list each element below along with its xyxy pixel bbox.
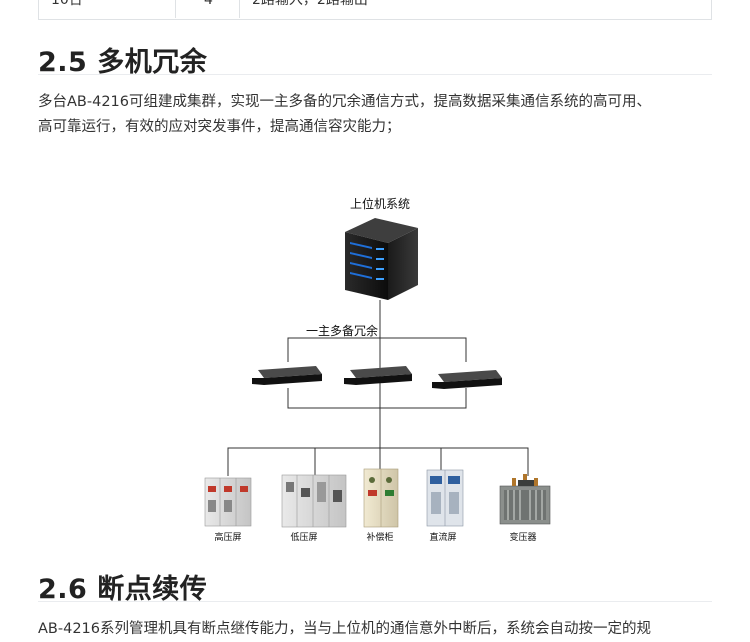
heading-divider [38,601,712,602]
paragraph-line-1: AB-4216系列管理机具有断点继传能力，当与上位机的通信意外中断后，系统会自动… [38,621,651,637]
management-unit-icon [344,366,412,385]
transformer-icon [499,474,551,525]
table-cell-io: 2路输入，2路输出 [252,0,368,8]
section-heading-multi-redundancy: 2.5 多机冗余 [38,47,208,78]
compensation-cabinet-icon [363,468,399,528]
spec-table-fragment: 10台 4 2路输入，2路输出 [38,0,712,20]
device-label: 低压屏 [290,531,317,543]
paragraph-line-1: 多台AB-4216可组建成集群，实现一主多备的冗余通信方式，提高数据采集通信系统… [38,94,651,110]
redundancy-label: 一主多备冗余 [306,323,378,338]
table-cell-count: 4 [176,0,240,18]
heading-divider [38,74,712,75]
device-label: 直流屏 [429,531,456,543]
high-voltage-cabinet-icon [204,477,252,527]
connection-lines [227,300,529,476]
server-label: 上位机系统 [350,196,410,211]
section-paragraph: 多台AB-4216可组建成集群，实现一主多备的冗余通信方式，提高数据采集通信系统… [38,90,712,140]
table-cell-model: 10台 [39,0,176,18]
management-unit-icon [252,366,322,385]
device-label: 变压器 [509,531,536,543]
dc-cabinet-icon [426,469,464,527]
server-icon [345,218,418,300]
paragraph-line-2: 高可靠运行，有效的应对突发事件，提高通信容灾能力； [38,119,401,135]
section-paragraph: AB-4216系列管理机具有断点继传能力，当与上位机的通信意外中断后，系统会自动… [38,617,712,642]
device-label: 补偿柜 [366,531,393,543]
section-heading-breakpoint-resume: 2.6 断点续传 [38,574,208,605]
device-label: 高压屏 [214,531,241,543]
management-unit-icon [432,370,502,389]
low-voltage-cabinet-icon [281,474,347,528]
